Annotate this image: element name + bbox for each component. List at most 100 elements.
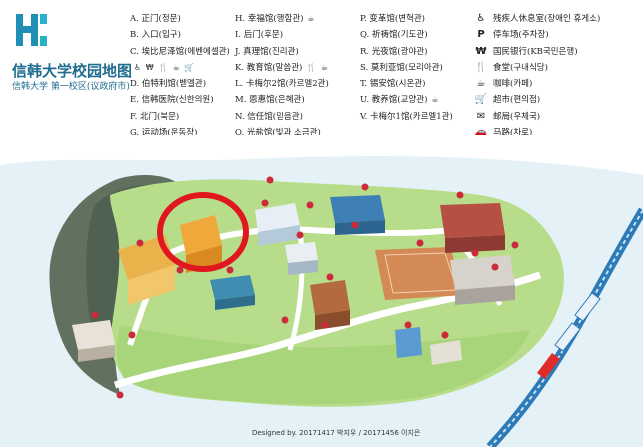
- pin-C: [136, 239, 144, 247]
- legend-label: T. 锡安馆(시온관): [360, 79, 426, 90]
- legend-item: J. 真理馆(진리관): [235, 44, 329, 60]
- pin-T: [281, 316, 289, 324]
- legend-label: H. 幸福馆(행함관): [235, 14, 304, 24]
- pin-E: [91, 311, 99, 319]
- legend-label: N. 信任馆(믿음관): [235, 111, 303, 122]
- legend-item: L. 卡梅尔2馆(카르멜2관): [235, 76, 329, 92]
- legend-symbol-icon: ♿: [476, 13, 486, 24]
- pin-U: [321, 321, 329, 329]
- legend-label: F. 北门(북문): [130, 111, 180, 122]
- legend-symbol-icon: 🛒: [474, 94, 488, 106]
- legend-label: C. 埃比尼泽馆(에벤에셀관): [130, 46, 230, 57]
- pin-L: [456, 191, 464, 199]
- pin-G: [416, 239, 424, 247]
- legend-label: O. 光盐馆(빛과 소금관): [235, 128, 321, 139]
- legend-label: P. 变革馆(변혁관): [360, 14, 425, 24]
- legend-label: J. 真理馆(진리관): [235, 46, 299, 57]
- pin-S: [296, 231, 304, 239]
- legend-item: C. 埃比尼泽馆(에벤에셀관): [130, 44, 230, 60]
- legend-symbol-icon: 🍴: [474, 61, 488, 73]
- pin-V: [491, 263, 499, 271]
- campus-map[interactable]: [0, 135, 643, 447]
- legend-item: P. 变革馆(변혁관): [360, 11, 453, 27]
- legend-label: Q. 祈祷馆(기도관): [360, 30, 428, 41]
- legend-label: 超市(편의점): [493, 95, 541, 106]
- pin-M: [471, 249, 479, 257]
- legend-item: ♿ ₩ 🍴 ☕ 🛒: [130, 60, 230, 76]
- legend-symbol-icon: P: [477, 29, 485, 41]
- university-logo-icon: [16, 14, 47, 46]
- pin-P: [326, 273, 334, 281]
- pin-O: [441, 331, 449, 339]
- facility-icons: 🍴 ☕: [306, 62, 330, 72]
- facility-icons: ☕: [431, 95, 440, 105]
- building-hospital[interactable]: [72, 320, 115, 362]
- sky-area: [0, 135, 643, 175]
- building-gwangya[interactable]: [210, 275, 255, 310]
- legend-label: A. 正门(정문): [130, 14, 181, 24]
- legend-item: ♿ 残疾人休息室(장애인 휴게소): [472, 11, 601, 27]
- legend-item: 🚗 马路(차로): [472, 125, 600, 141]
- pin-B: [128, 331, 136, 339]
- legend-column-1: A. 正门(정문) B. 入口(입구) C. 埃比尼泽馆(에벤에셀관) ♿ ₩ 🍴 ☕…: [130, 11, 230, 141]
- map-subtitle: 信韩大学 第一校区(议政府市): [12, 82, 130, 92]
- legend-item: B. 入口(입구): [130, 27, 230, 43]
- legend-item: K. 教育馆(말씀관)🍴 ☕: [235, 60, 329, 76]
- legend-item: F. 北门(북문): [130, 109, 230, 125]
- legend-item: ✉邮局(우체국): [472, 109, 600, 125]
- legend-label: 咖啡(카페): [493, 79, 533, 90]
- pin-J: [261, 199, 269, 207]
- pin-A: [116, 391, 124, 399]
- building-mideum[interactable]: [395, 327, 422, 358]
- train[interactable]: [537, 292, 601, 379]
- building-carmel2[interactable]: [440, 203, 505, 253]
- legend-label: E. 信韩医院(신한의원): [130, 95, 214, 106]
- campus-lawn-lower: [116, 325, 530, 405]
- legend-item: ☕咖啡(카페): [472, 76, 600, 92]
- legend-symbol-icon: 🚗: [474, 127, 488, 139]
- legend-symbol-icon: ₩: [475, 45, 487, 57]
- credit-text: Designed by. 20171417 박지우 / 20171456 이지은: [252, 429, 421, 437]
- highlight-circle: [157, 192, 249, 272]
- header: 信韩大学校园地图 信韩大学 第一校区(议政府市) A. 正门(정문) B. 入口(…: [0, 0, 643, 138]
- legend-item: 🍴食堂(구내식당): [472, 60, 600, 76]
- pin-K: [361, 183, 369, 191]
- legend-label: M. 恩惠馆(은혜관): [235, 95, 305, 106]
- legend-item: ₩国民银行(KB국민은행): [472, 44, 600, 60]
- building-bitgwa-sogeum[interactable]: [430, 340, 462, 365]
- legend-item: M. 恩惠馆(은혜관): [235, 92, 329, 108]
- legend-item: N. 信任馆(믿음관): [235, 109, 329, 125]
- legend-item: H. 幸福馆(행함관)☕: [235, 11, 329, 27]
- pin-Q: [351, 221, 359, 229]
- legend-item: D. 伯特利馆(벧엘관): [130, 76, 230, 92]
- legend-item: Q. 祈祷馆(기도관): [360, 27, 453, 43]
- legend-label: 马路(차로): [493, 128, 533, 139]
- pin-R: [226, 266, 234, 274]
- legend-label: D. 伯特利馆(벧엘관): [130, 79, 207, 90]
- facility-icons: ☕: [307, 14, 316, 23]
- building-jinri[interactable]: [255, 203, 300, 246]
- pin-N: [404, 321, 412, 329]
- building-euhye[interactable]: [450, 255, 515, 305]
- legend-column-3: P. 变革馆(변혁관) Q. 祈祷馆(기도관) R. 光夜馆(광야관) S. 莫利亚馆…: [360, 11, 453, 125]
- legend-item: 🛒 超市(편의점): [472, 92, 600, 108]
- legend-column-4: ♿ 残疾人休息室(장애인 휴게소) P 停车场(주차장) ₩国民银行(KB국민은행)🍴食…: [472, 11, 601, 141]
- building-malsseum[interactable]: [330, 195, 385, 235]
- legend-label: L. 卡梅尔2馆(카르멜2관): [235, 79, 329, 90]
- legend-item: T. 锡安馆(시온관): [360, 76, 453, 92]
- legend-item: E. 信韩医院(신한의원): [130, 92, 230, 108]
- sports-field[interactable]: [375, 247, 465, 300]
- legend-label: V. 卡梅尔1馆(카르멜1관): [360, 111, 453, 122]
- legend-label: 残疾人休息室(장애인 휴게소): [493, 14, 601, 24]
- legend-item: R. 光夜馆(광야관): [360, 44, 453, 60]
- legend-label: K. 教育馆(말씀관): [235, 62, 303, 73]
- legend-symbol-icon: ✉: [476, 110, 486, 122]
- legend-label: S. 莫利亚馆(모리아관): [360, 62, 443, 73]
- pin-D: [176, 266, 184, 274]
- map-title: 信韩大学校园地图: [12, 62, 133, 80]
- legend-label: 停车场(주차장): [493, 30, 549, 41]
- location-pins[interactable]: [91, 176, 519, 399]
- building-sion[interactable]: [285, 242, 318, 275]
- building-kyoyang[interactable]: [310, 280, 350, 330]
- facility-icons: ♿ ₩ 🍴 ☕ 🛒: [134, 62, 196, 72]
